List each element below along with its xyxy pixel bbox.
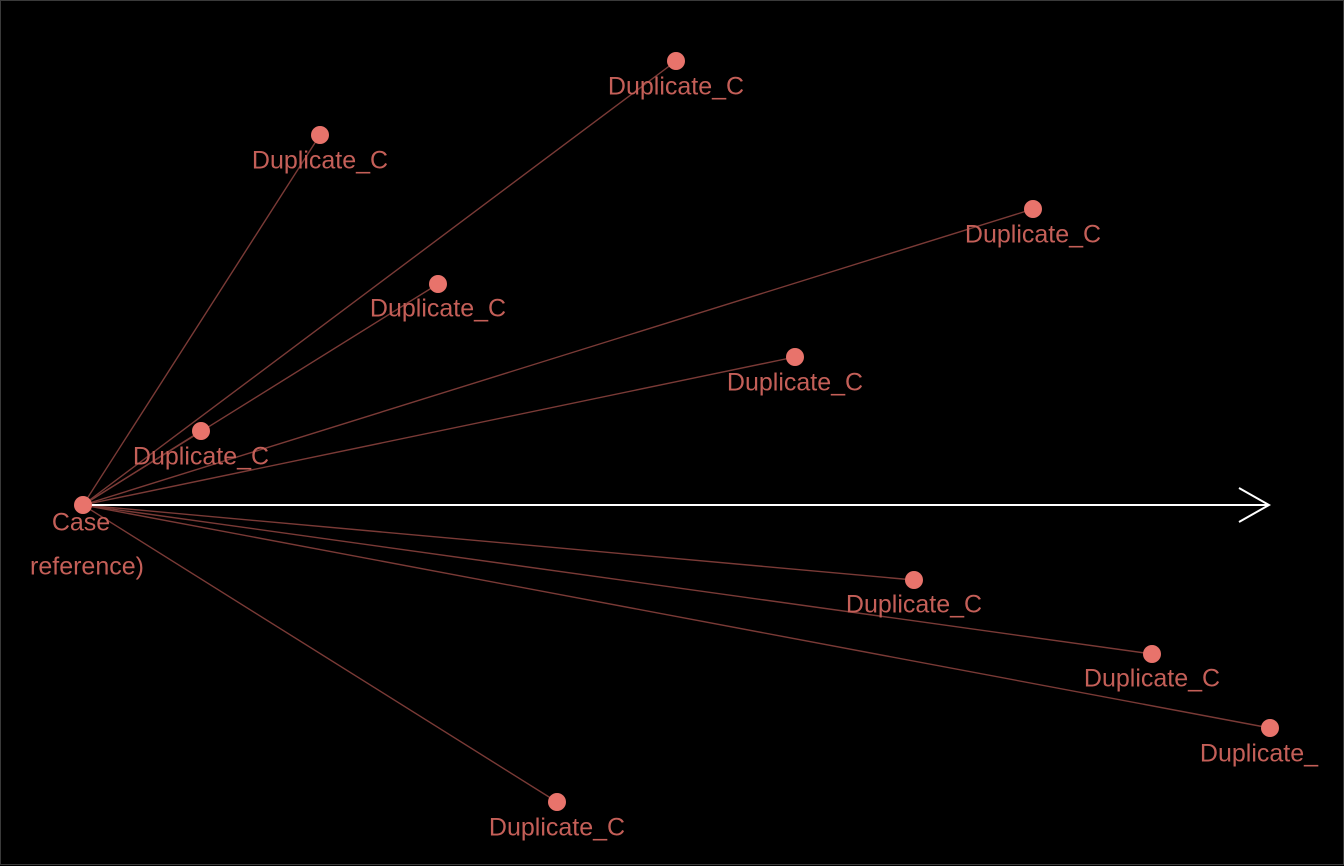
node-10[interactable] — [548, 793, 566, 811]
node-4[interactable] — [429, 275, 447, 293]
node-label-5: Duplicate_C — [727, 369, 863, 397]
node-label-10: Duplicate_C — [489, 814, 625, 842]
edge-9 — [82, 504, 1271, 729]
edge-8 — [82, 504, 1153, 655]
node-label-8: Duplicate_C — [1084, 665, 1220, 693]
axis-layer — [83, 487, 1272, 523]
node-7[interactable] — [905, 571, 923, 589]
node-2[interactable] — [311, 126, 329, 144]
node-label-9: Duplicate_ — [1200, 740, 1319, 768]
nodes-layer — [74, 52, 1279, 811]
node-label-4: Duplicate_C — [370, 295, 506, 323]
node-9[interactable] — [1261, 719, 1279, 737]
edge-1 — [82, 60, 677, 506]
center-node[interactable] — [74, 496, 92, 514]
edge-7 — [82, 504, 915, 581]
center-node-label-line-2: reference) — [30, 553, 144, 581]
node-6[interactable] — [192, 422, 210, 440]
edge-6 — [82, 430, 202, 506]
node-label-1: Duplicate_C — [608, 73, 744, 101]
node-1[interactable] — [667, 52, 685, 70]
center-node-label-line-1: Case — [52, 509, 110, 537]
edge-10 — [82, 504, 558, 803]
labels-layer: Duplicate_C Duplicate_C Duplicate_C Duplica… — [30, 73, 1319, 842]
edge-5 — [82, 356, 796, 506]
node-label-2: Duplicate_C — [252, 147, 388, 175]
edge-2 — [82, 134, 321, 506]
node-label-7: Duplicate_C — [846, 591, 982, 619]
node-5[interactable] — [786, 348, 804, 366]
node-label-6: Duplicate_C — [133, 443, 269, 471]
axis-arrowhead-icon — [1238, 487, 1272, 523]
node-label-3: Duplicate_C — [965, 221, 1101, 249]
node-8[interactable] — [1143, 645, 1161, 663]
node-3[interactable] — [1024, 200, 1042, 218]
edges-layer — [82, 60, 1271, 803]
edge-3 — [82, 208, 1034, 506]
